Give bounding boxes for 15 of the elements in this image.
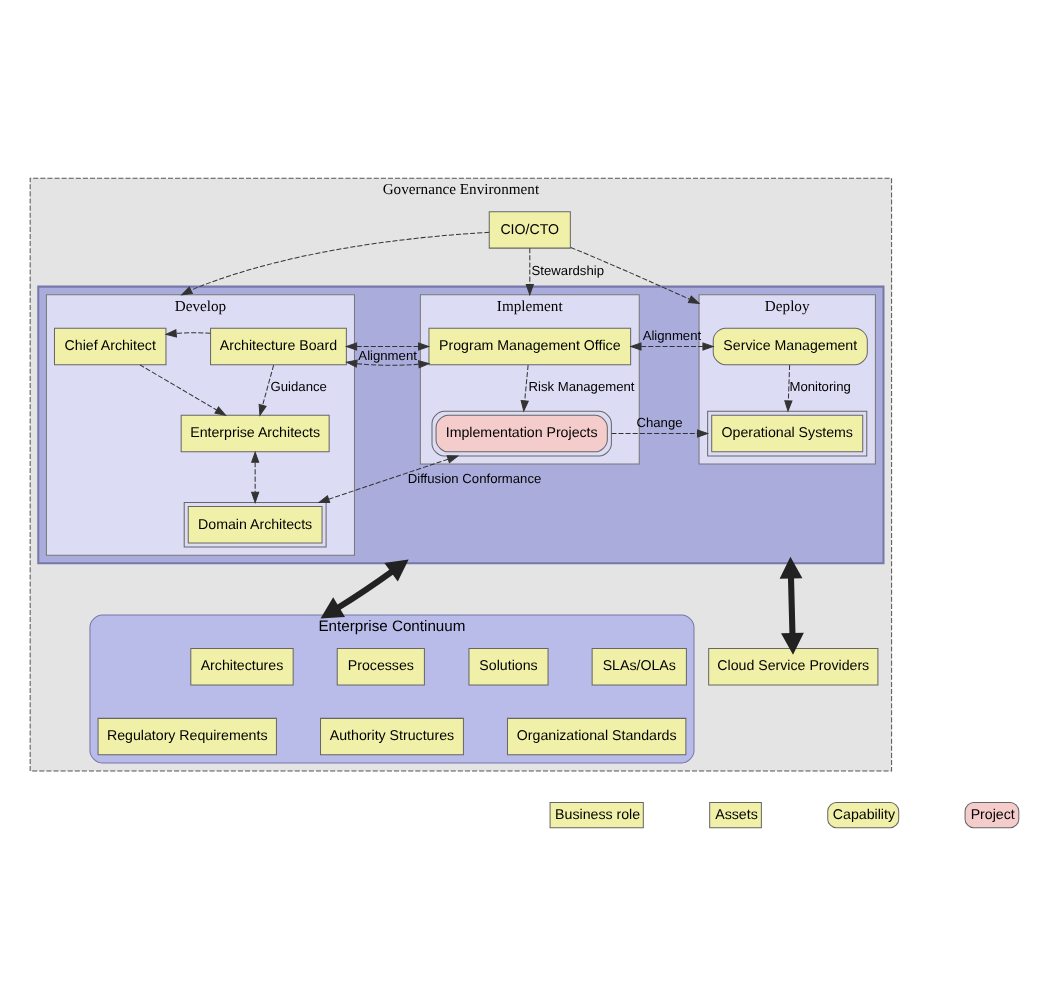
arrow xyxy=(316,455,459,504)
arrow xyxy=(138,364,226,416)
arrow xyxy=(319,559,408,619)
arrow xyxy=(524,247,534,297)
arrow xyxy=(569,246,700,305)
arrow xyxy=(610,429,709,438)
arrow xyxy=(783,364,792,413)
arrow xyxy=(179,231,489,296)
arrow xyxy=(249,450,259,504)
arrow xyxy=(343,342,430,369)
arrow xyxy=(628,342,714,351)
arrow xyxy=(257,364,274,417)
arrow xyxy=(519,364,528,413)
arrow xyxy=(778,556,803,655)
arrow xyxy=(163,329,210,338)
